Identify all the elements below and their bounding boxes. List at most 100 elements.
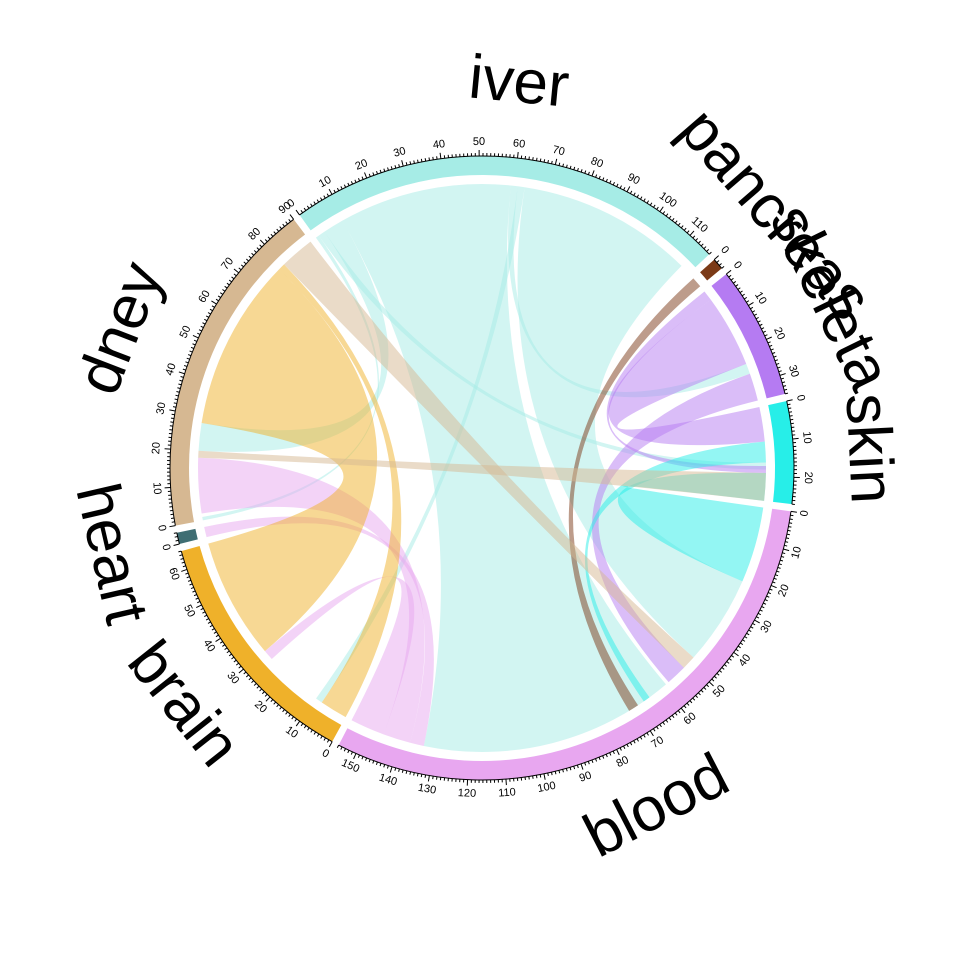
tick-mark-kidney: [222, 289, 226, 292]
tick-mark-skeletal: [778, 370, 782, 373]
tick-mark-blood: [626, 744, 629, 748]
tick-mark-liver: [394, 165, 397, 169]
tick-mark-kidney: [182, 368, 186, 371]
tick-label-kidney: 50: [178, 324, 194, 340]
tick-mark-blood: [716, 672, 720, 676]
tick-mark-liver: [313, 201, 316, 205]
tick-mark-blood: [535, 775, 538, 779]
tick-mark-blood: [776, 570, 780, 573]
tick-mark-blood: [778, 563, 782, 566]
tick-mark-kidney: [279, 226, 282, 230]
tick-mark-kidney: [233, 268, 239, 274]
chord-link-blood-kidney: [198, 457, 425, 743]
tick-mark-blood: [764, 599, 768, 602]
tick-label-brain: 30: [224, 670, 241, 687]
tick-mark-heart: [175, 539, 179, 542]
tick-mark-kidney: [264, 239, 268, 242]
tick-mark-blood: [336, 744, 340, 749]
tick-mark-blood: [700, 689, 704, 693]
tick-mark-heart: [173, 543, 180, 546]
tick-mark-liver: [659, 206, 664, 212]
tick-mark-kidney: [202, 322, 206, 325]
tick-mark-heart: [174, 536, 178, 538]
tick-mark-blood: [584, 762, 587, 766]
tick-mark-blood: [605, 754, 608, 758]
tick-mark-brain: [276, 704, 279, 708]
tick-mark-kidney: [276, 228, 280, 232]
chord-link-liver-skeletal: [508, 185, 750, 398]
tick-mark-brain: [313, 731, 317, 735]
tick-mark-liver: [573, 166, 576, 170]
tick-mark-brain: [265, 696, 271, 702]
tick-mark-liver: [706, 248, 710, 252]
tick-axis-brain: [180, 550, 333, 743]
tick-label-liver: 70: [551, 144, 566, 159]
tick-label-skeletal: 20: [771, 326, 787, 342]
tick-mark-blood: [629, 742, 633, 746]
tick-mark-brain: [215, 634, 219, 638]
tick-mark-kidney: [178, 371, 185, 375]
tick-label-blood: 140: [377, 772, 398, 789]
tick-mark-blood: [779, 559, 784, 562]
tick-mark-blood: [763, 602, 767, 605]
tick-mark-blood: [728, 658, 732, 661]
tick-label-liver: 60: [512, 137, 526, 150]
tick-mark-kidney: [172, 406, 177, 408]
tick-mark-blood: [754, 619, 760, 624]
tick-mark-kidney: [176, 391, 180, 393]
tick-mark-blood: [744, 636, 748, 639]
tick-mark-blood: [761, 605, 765, 609]
tick-mark-blood: [353, 753, 357, 760]
tick-mark-brain: [235, 662, 239, 666]
tick-mark-blood: [347, 750, 350, 754]
tick-mark-kidney: [253, 250, 257, 253]
tick-mark-liver: [413, 160, 415, 164]
tick-mark-pancreas: [721, 266, 725, 269]
tick-mark-skeletal: [764, 334, 768, 337]
tick-mark-skeletal: [735, 284, 739, 287]
tick-mark-liver: [383, 168, 386, 172]
tick-mark-blood: [375, 761, 378, 765]
tick-mark-liver: [671, 218, 675, 222]
tick-mark-blood: [383, 764, 386, 768]
tick-mark-blood: [416, 773, 419, 777]
tick-mark-liver: [649, 202, 653, 206]
tick-mark-kidney: [192, 334, 199, 339]
tick-label-kidney: 90: [277, 200, 294, 217]
tick-mark-skeletal: [753, 313, 758, 316]
tick-mark-blood: [357, 754, 360, 758]
tick-mark-blood: [706, 684, 710, 688]
tick-mark-kidney: [219, 292, 224, 295]
tick-mark-kidney: [285, 221, 288, 225]
tick-mark-brain: [231, 656, 235, 660]
tick-mark-blood: [565, 768, 568, 772]
tick-mark-blood: [558, 770, 561, 774]
tick-mark-blood: [698, 692, 701, 696]
tick-mark-blood: [365, 757, 368, 761]
tick-mark-blood: [619, 747, 622, 751]
tick-mark-blood: [569, 767, 572, 771]
tick-mark-blood: [703, 687, 707, 690]
tick-mark-blood: [639, 736, 643, 740]
tick-mark-skeletal: [728, 274, 732, 278]
tick-mark-brain: [190, 586, 194, 590]
tick-mark-kidney: [226, 282, 230, 286]
tick-mark-blood: [409, 771, 412, 775]
tick-mark-liver: [354, 179, 357, 183]
tick-axis-skin: [786, 400, 795, 505]
tick-mark-brain: [189, 583, 193, 586]
tick-label-liver: 40: [432, 138, 446, 152]
tick-mark-blood: [683, 705, 687, 709]
chord-link-kidney-blood: [284, 241, 694, 668]
tick-mark-blood: [656, 726, 659, 730]
tick-mark-blood: [368, 759, 371, 763]
sector-label-blood: blood: [573, 740, 739, 871]
tick-mark-blood: [623, 745, 626, 749]
tick-mark-blood: [379, 763, 382, 767]
sector-arc-brain: [181, 546, 342, 742]
tick-mark-pancreas: [716, 260, 720, 263]
tick-label-liver: 110: [689, 215, 710, 236]
tick-mark-liver: [333, 189, 336, 193]
tick-mark-liver: [401, 160, 404, 167]
tick-mark-liver: [653, 204, 656, 208]
